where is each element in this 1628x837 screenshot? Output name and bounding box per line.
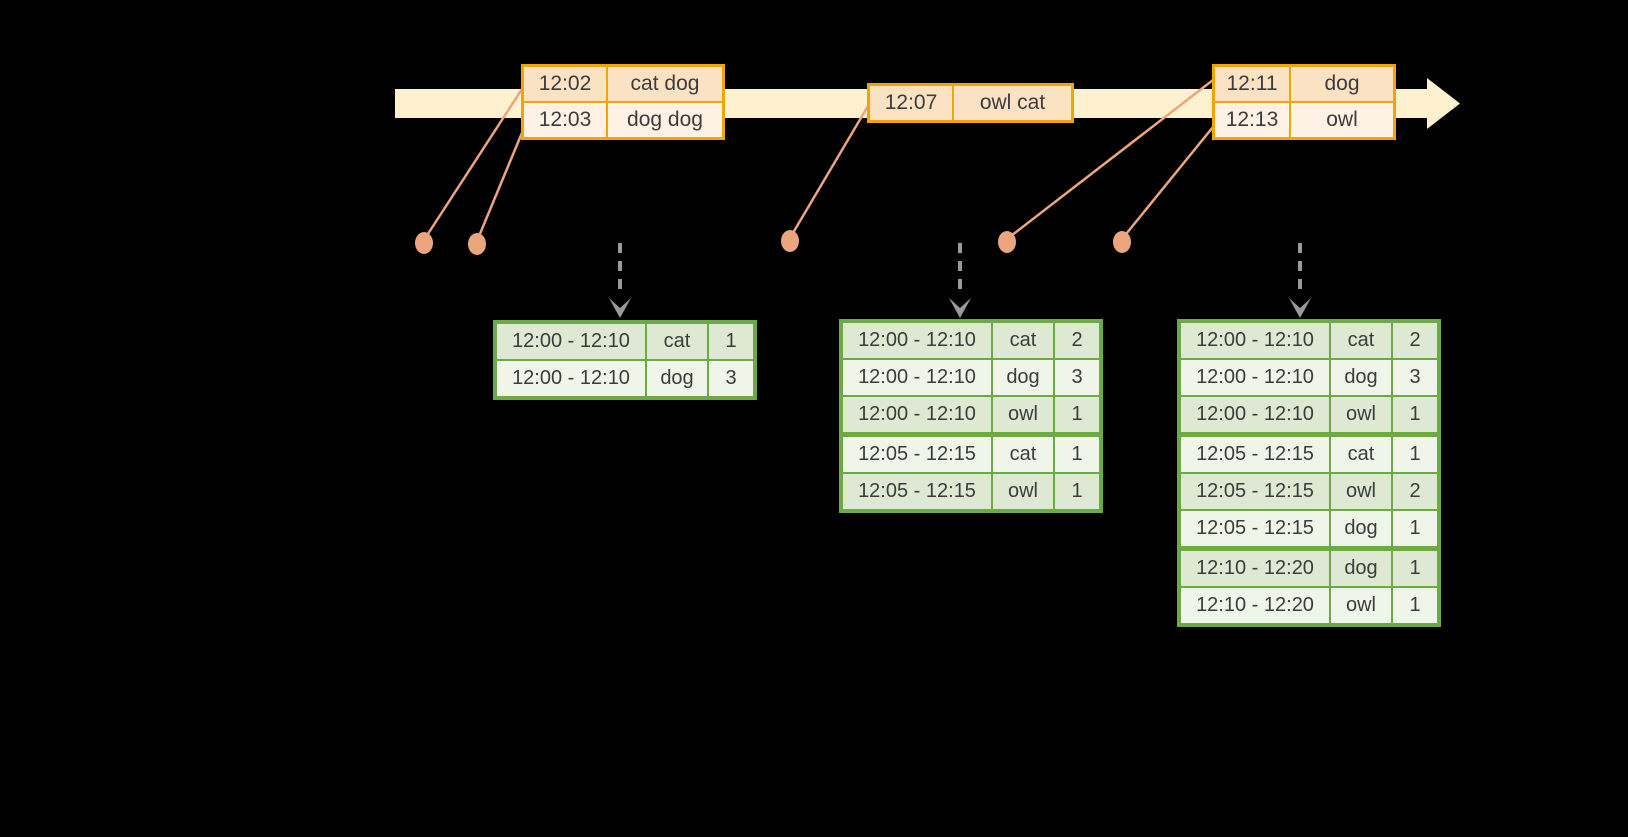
count-cell: 2 [1391, 472, 1440, 511]
word-cell: dog [991, 358, 1055, 397]
event-dots [415, 230, 1131, 255]
event-connector-line [1006, 79, 1214, 240]
word-cell: cat [645, 321, 709, 361]
window-cell: 12:05 - 12:15 [840, 472, 993, 512]
trigger-arrowhead-icon [1289, 298, 1311, 318]
trigger-arrows [609, 243, 1311, 318]
event-connector-line [1121, 126, 1214, 240]
event-connector-line [422, 88, 524, 241]
window-cell: 12:00 - 12:10 [840, 358, 993, 397]
event-dot-icon [998, 231, 1016, 253]
words-cell: cat dog [606, 64, 725, 103]
count-cell: 1 [1391, 586, 1440, 626]
window-cell: 12:05 - 12:15 [1178, 432, 1331, 474]
word-cell: dog [1329, 358, 1393, 397]
window-cell: 12:00 - 12:10 [494, 359, 647, 399]
word-cell: owl [1329, 395, 1393, 436]
time-cell: 12:02 [521, 64, 608, 103]
count-cell: 1 [1391, 432, 1440, 474]
words-cell: dog [1289, 64, 1396, 103]
word-cell: dog [645, 359, 709, 399]
count-cell: 3 [1391, 358, 1440, 397]
window-cell: 12:10 - 12:20 [1178, 546, 1331, 588]
event-connector-line [475, 127, 526, 242]
word-cell: owl [1329, 472, 1393, 511]
count-cell: 1 [1391, 546, 1440, 588]
event-dot-icon [468, 233, 486, 255]
time-cell: 12:11 [1212, 64, 1291, 103]
word-cell: owl [991, 395, 1055, 436]
window-cell: 12:05 - 12:15 [840, 432, 993, 474]
time-cell: 12:03 [521, 101, 608, 140]
window-cell: 12:00 - 12:10 [1178, 395, 1331, 436]
window-cell: 12:00 - 12:10 [1178, 320, 1331, 360]
event-connector-line [788, 105, 870, 239]
word-cell: cat [991, 432, 1055, 474]
words-cell: owl [1289, 101, 1396, 140]
words-cell: dog dog [606, 101, 725, 140]
count-cell: 1 [1391, 395, 1440, 436]
time-cell: 12:07 [867, 83, 954, 123]
window-cell: 12:00 - 12:10 [840, 320, 993, 360]
event-dot-icon [415, 232, 433, 254]
word-cell: owl [991, 472, 1055, 512]
count-cell: 1 [1053, 395, 1102, 436]
window-cell: 12:10 - 12:20 [1178, 586, 1331, 626]
time-cell: 12:13 [1212, 101, 1291, 140]
words-cell: owl cat [952, 83, 1074, 123]
word-cell: dog [1329, 546, 1393, 588]
window-cell: 12:00 - 12:10 [1178, 358, 1331, 397]
window-cell: 12:00 - 12:10 [494, 321, 647, 361]
trigger-arrowhead-icon [949, 298, 971, 318]
trigger-arrowhead-icon [609, 298, 631, 318]
count-cell: 2 [1053, 320, 1102, 360]
count-cell: 1 [1391, 509, 1440, 550]
count-cell: 2 [1391, 320, 1440, 360]
word-cell: cat [1329, 432, 1393, 474]
word-cell: owl [1329, 586, 1393, 626]
event-connectors [422, 79, 1214, 242]
word-cell: cat [991, 320, 1055, 360]
word-cell: cat [1329, 320, 1393, 360]
window-cell: 12:00 - 12:10 [840, 395, 993, 436]
word-cell: dog [1329, 509, 1393, 550]
timeline-arrowhead-icon [1427, 78, 1460, 129]
count-cell: 1 [1053, 432, 1102, 474]
event-dot-icon [781, 230, 799, 252]
count-cell: 3 [707, 359, 756, 399]
count-cell: 1 [1053, 472, 1102, 512]
window-cell: 12:05 - 12:15 [1178, 509, 1331, 550]
count-cell: 3 [1053, 358, 1102, 397]
window-cell: 12:05 - 12:15 [1178, 472, 1331, 511]
count-cell: 1 [707, 321, 756, 361]
event-dot-icon [1113, 231, 1131, 253]
